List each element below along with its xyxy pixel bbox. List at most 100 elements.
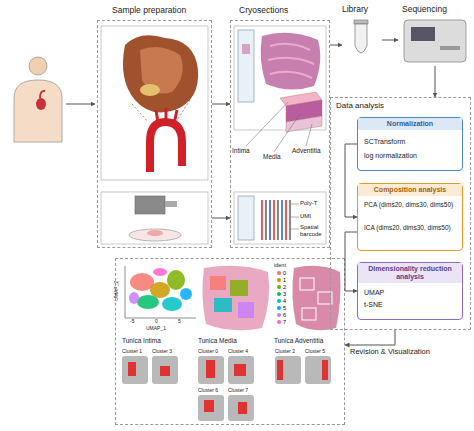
spatial-tissue [292,266,340,331]
leader-line [291,217,299,218]
cluster-label: Cluster 7 [228,388,258,394]
node-heading: Data analysis [336,101,436,110]
node-heading: Sample preparation [112,6,222,16]
node-text: PCA (dims20, dims30, dims50) [364,201,458,208]
flow-arrow [212,218,230,219]
legend-row: 1 [277,277,293,284]
cluster-highlight [206,360,215,378]
legend-text: 0 [283,270,286,276]
legend-text: 4 [283,298,286,304]
plot-label: 5 [178,319,188,325]
legend-swatch [277,278,281,282]
node-text: Tunica Media [198,337,272,344]
legend-text: 3 [283,291,286,297]
cluster-label: Cluster 2 [275,349,305,355]
node-text: UMAP [364,289,458,297]
flow-arrow [66,104,95,105]
axis [125,318,196,319]
node-heading: Normalization [358,118,462,130]
plot-label: -5 [130,319,142,325]
library-tube [355,24,367,53]
stage-box: Cryosections [230,20,330,248]
glass-slide [238,196,254,240]
tube-cap [354,20,368,24]
spatial-tissue [202,266,269,331]
tissue-thumb [228,356,254,384]
part-label: Poly-T [300,200,330,207]
node-heading: Library [342,5,384,15]
aortic-branches [156,108,177,124]
legend-text: 6 [283,312,286,318]
roi-box [300,278,314,290]
cluster-highlight [234,364,246,376]
cluster-blob [137,295,159,309]
person-head [29,57,47,75]
part-label: UMI [300,213,330,220]
node-heading: Sequencing [402,5,470,15]
flow-arrow [212,104,230,105]
plot-label: 0 [155,319,165,325]
legend-row: 3 [277,291,293,298]
legend-text: 2 [283,284,286,290]
cluster-blob [150,282,170,298]
image-frame [101,26,208,180]
cluster-highlight [128,362,136,376]
sequencer-screen [411,27,435,41]
legend-row: 4 [277,298,293,305]
spot-patch [210,276,226,290]
stage-box: Library [342,4,382,62]
cryostat [135,196,165,214]
cluster-highlight [238,402,247,414]
tissue-thumb [198,356,224,384]
leader-line [291,229,299,230]
legend-swatch [277,271,281,275]
process-box: NormalizationSCTransformlog normalizatio… [357,117,463,171]
cluster-thumbnails [122,356,331,421]
node-text: ICA (dims20, dims30, dims50) [364,224,458,231]
legend-swatch [277,292,281,296]
cluster-highlight [277,360,283,380]
tissue-thumb [305,356,331,384]
adventitia-layer [286,116,322,132]
node-heading: Tunica Intima [122,337,196,344]
slide-tissue [242,44,250,54]
spot-patch [238,302,254,318]
cluster-blob [129,292,139,304]
leader-line [291,204,299,205]
probe [289,200,291,240]
tissue-thumb [198,395,224,421]
probe [277,200,279,240]
legend-swatch [277,306,281,310]
node-text: Tunica Adventitia [274,337,346,344]
dish [129,229,181,241]
cluster-highlight [322,360,328,380]
plot-label: ident [274,262,294,268]
node-text: SCTransform [364,138,458,146]
analysis-box: Data analysisNormalizationSCTransformlog… [330,97,471,330]
cluster-label: Cluster 3 [152,349,182,355]
leader-line [274,114,300,152]
plot-label: UMAP_2 [114,271,120,311]
legend-row: 0 [277,270,293,277]
legend-row: 2 [277,284,293,291]
visualization-box: Tunica IntimaTunica MediaTunica Adventit… [115,258,345,425]
part-label: Adventitia [292,147,330,154]
tissue-texture [268,44,314,78]
plot-label: UMAP_1 [146,326,186,332]
spot-patch [230,280,248,296]
node-heading: Cryosections [239,6,331,16]
stage-box: Sample preparation [97,20,212,248]
person-body [14,80,62,142]
aortic-arch [150,122,182,172]
cluster-blob [153,268,167,276]
cluster-label: Cluster 1 [122,349,152,355]
probe [273,200,275,240]
tissue-thumb [275,356,301,384]
legend-swatch [277,313,281,317]
legend-row: 7 [277,319,293,326]
leader-line [246,102,288,146]
cluster-blob [180,288,192,300]
